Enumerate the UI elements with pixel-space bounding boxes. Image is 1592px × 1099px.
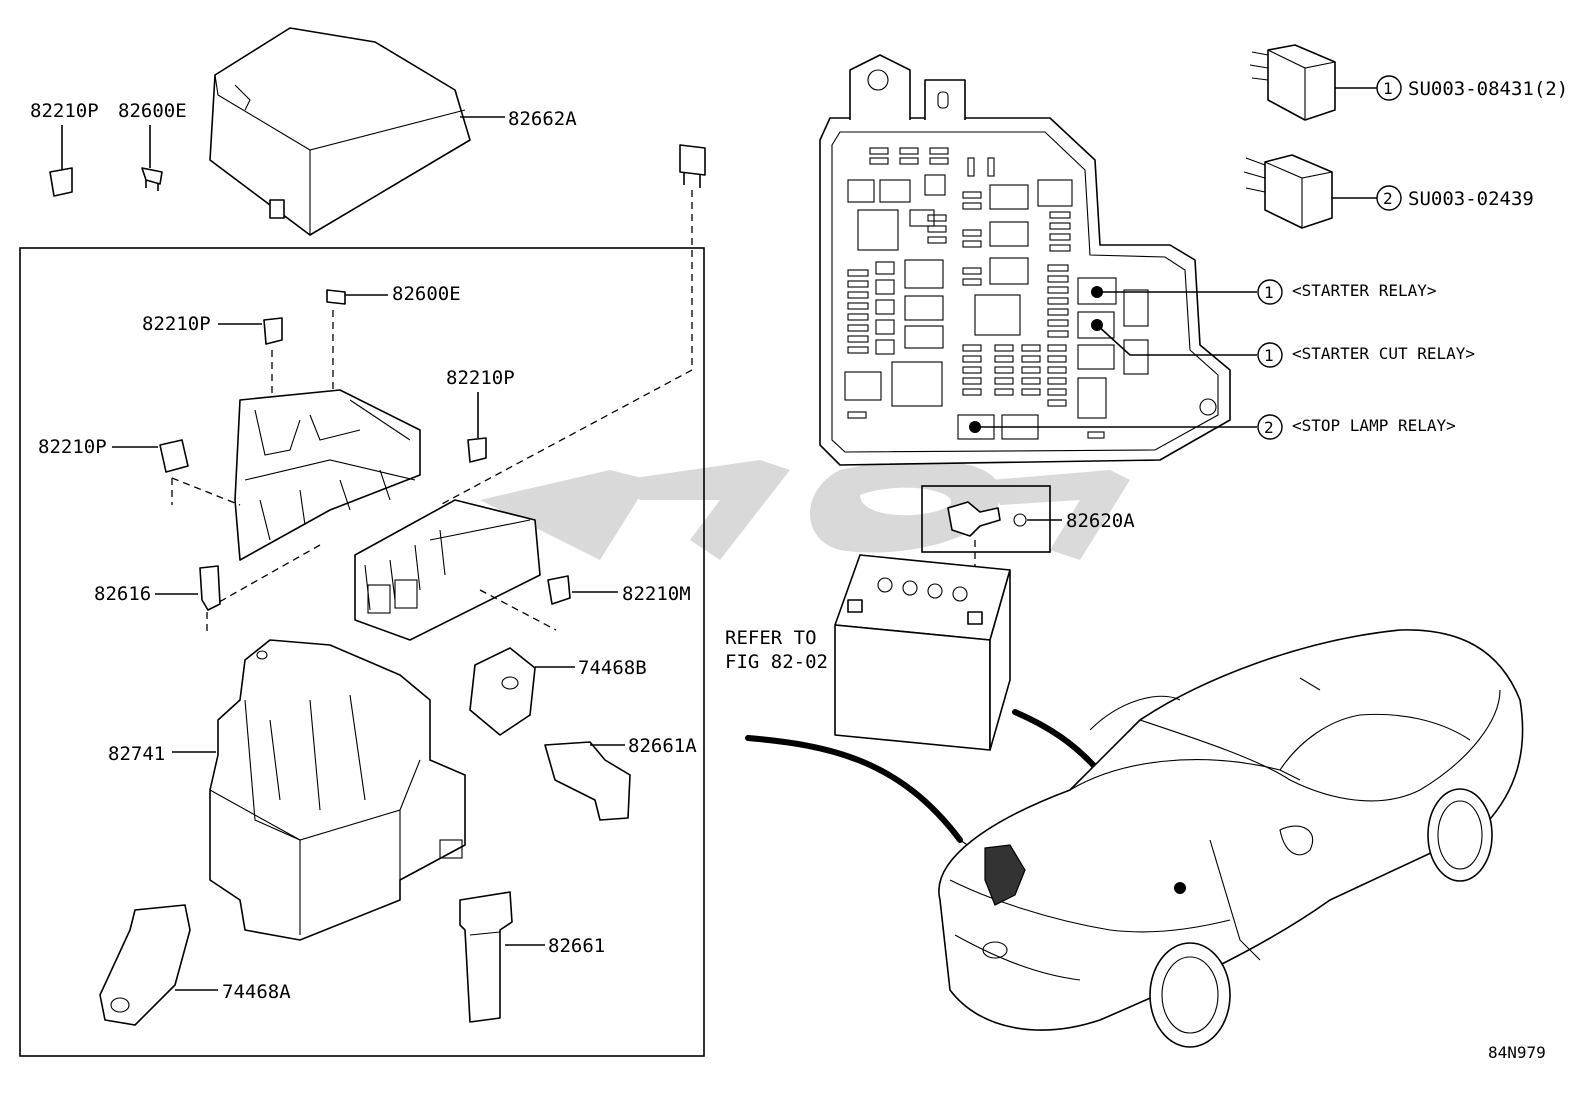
refer-line-2: FIG 82-02 (725, 651, 828, 673)
label-82661A: 82661A (628, 735, 697, 757)
callout-3-marker: 2 (1264, 418, 1274, 437)
relay-block-upper (234, 389, 421, 561)
battery (834, 554, 1011, 751)
label-82616: 82616 (94, 583, 151, 605)
label-82210P-top: 82210P (30, 100, 99, 122)
fuse-82210P-top (49, 167, 73, 197)
label-82620A: 82620A (1066, 510, 1135, 532)
relay-1-marker: 1 (1383, 79, 1393, 98)
fuse-82600E-top (141, 167, 163, 185)
fuse-82600E-frame (326, 289, 346, 305)
relay-1-part-number: SU003-08431(2) (1408, 78, 1568, 100)
bracket-74468A (99, 904, 191, 1026)
fuse-82210P-frame-1 (263, 317, 283, 345)
fuse-block-82661A (544, 741, 631, 821)
fuse-82210P-frame-3 (159, 439, 189, 473)
relay-type-1 (1249, 44, 1336, 121)
label-82600E-frame: 82600E (392, 283, 461, 305)
relay-small-top (679, 144, 706, 176)
assembly-frame (19, 247, 705, 1057)
fuse-puller-82616 (199, 565, 221, 611)
fuse-block-82661 (459, 891, 513, 1023)
fuse-box-layout-top-view (819, 54, 1231, 466)
fuse-box-housing-82741 (209, 639, 466, 941)
label-82661: 82661 (548, 935, 605, 957)
label-82662A: 82662A (508, 108, 577, 130)
relay-2-part-number: SU003-02439 (1408, 188, 1534, 210)
fuse-box-cover-82662A (209, 27, 471, 236)
label-82741: 82741 (108, 743, 165, 765)
car-illustration (938, 629, 1524, 1048)
callout-starter-cut-relay: <STARTER CUT RELAY> (1292, 344, 1475, 363)
battery-terminal-82620A (947, 501, 1001, 537)
callout-starter-relay: <STARTER RELAY> (1292, 281, 1437, 300)
diagram-id: 84N979 (1488, 1043, 1546, 1062)
battery-terminal-inset (921, 485, 1051, 553)
callout-2-marker: 1 (1264, 346, 1274, 365)
label-82210M: 82210M (622, 583, 691, 605)
refer-line-1: REFER TO (725, 627, 817, 649)
fuse-82210M (547, 575, 571, 605)
label-74468A: 74468A (222, 981, 291, 1003)
relay-2-marker: 2 (1383, 189, 1393, 208)
watermark-logo (480, 460, 1130, 560)
relay-block-lower (354, 499, 541, 641)
label-82210P-frame-1: 82210P (142, 313, 211, 335)
callout-1-marker: 1 (1264, 283, 1274, 302)
bracket-74468B (469, 647, 536, 736)
label-82600E-top: 82600E (118, 100, 187, 122)
label-82210P-frame-2: 82210P (446, 367, 515, 389)
fuse-82210P-frame-2 (467, 437, 487, 463)
label-82210P-frame-3: 82210P (38, 436, 107, 458)
label-74468B: 74468B (578, 657, 647, 679)
relay-type-2 (1243, 154, 1333, 229)
callout-stop-lamp-relay: <STOP LAMP RELAY> (1292, 416, 1456, 435)
